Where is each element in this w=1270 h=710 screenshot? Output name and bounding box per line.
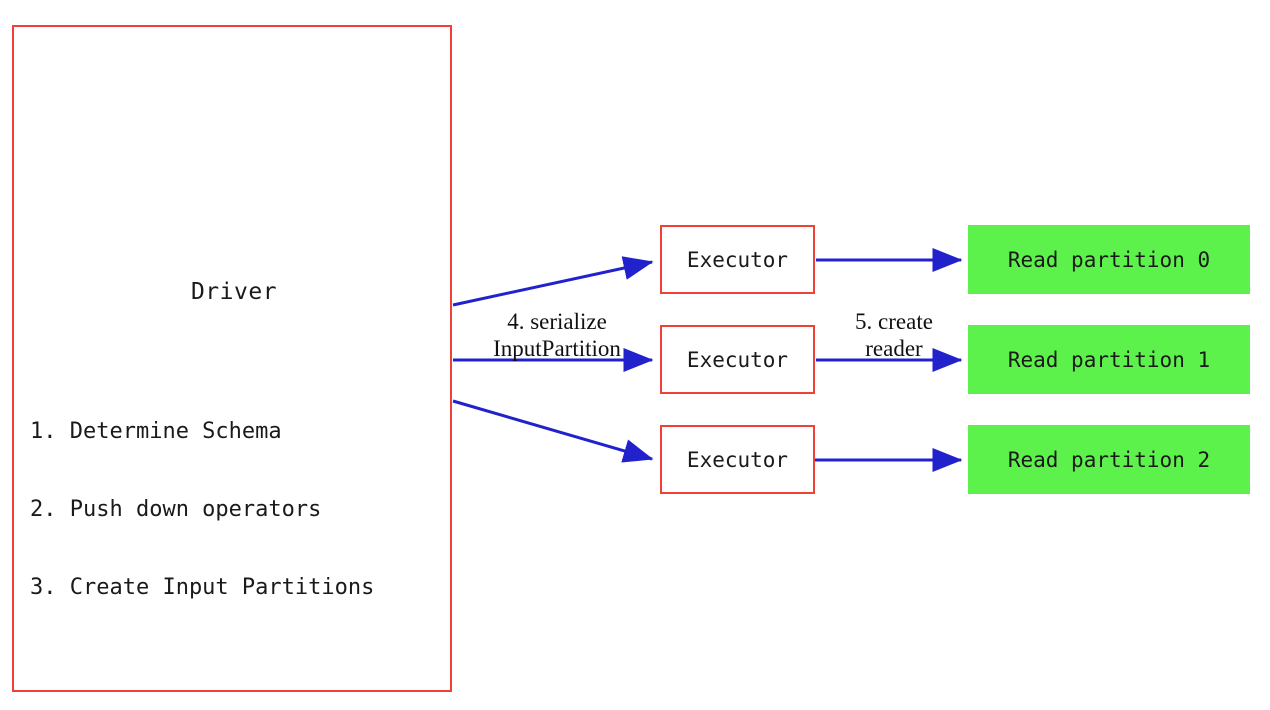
arrow-driver-to-executor-0	[452, 256, 654, 307]
driver-step-1: 1. Determine Schema	[30, 419, 282, 444]
partition-node-1: Read partition 1	[968, 325, 1250, 394]
edge-label-serialize: 4. serialize InputPartition	[493, 309, 621, 361]
driver-node: Driver 1. Determine Schema 2. Push down …	[12, 25, 452, 692]
edge-label-create-reader: 5. create reader	[855, 309, 933, 361]
partition-node-2: Read partition 2	[968, 425, 1250, 494]
executor-node-2: Executor	[660, 425, 815, 494]
driver-step-2: 2. Push down operators	[30, 497, 322, 522]
arrow-driver-to-executor-2	[452, 399, 654, 463]
executor-node-0: Executor	[660, 225, 815, 294]
driver-steps-list: 1. Determine Schema 2. Push down operato…	[30, 367, 374, 653]
executor-node-1: Executor	[660, 325, 815, 394]
driver-title: Driver	[190, 279, 278, 305]
partition-node-0: Read partition 0	[968, 225, 1250, 294]
driver-step-3: 3. Create Input Partitions	[30, 575, 375, 600]
